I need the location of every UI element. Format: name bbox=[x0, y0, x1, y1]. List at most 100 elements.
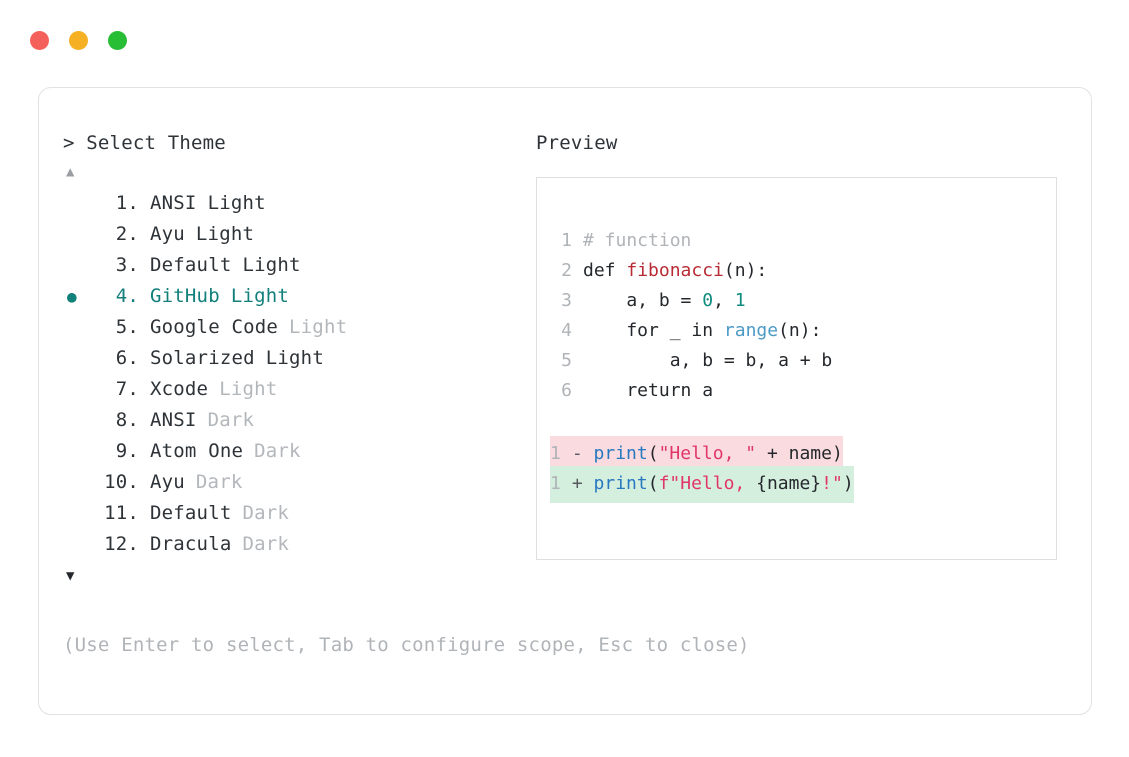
code-line: 1 # function bbox=[550, 226, 1056, 256]
theme-item-index: 1. bbox=[115, 192, 139, 214]
minimize-button[interactable] bbox=[69, 31, 88, 50]
theme-list-item[interactable]: 7. Xcode Light bbox=[63, 374, 533, 405]
theme-list-item[interactable]: 10. Ayu Dark bbox=[63, 467, 533, 498]
theme-item-variant: Light bbox=[195, 223, 255, 245]
theme-item-index: 3. bbox=[115, 254, 139, 276]
code-token: {name} bbox=[756, 473, 822, 494]
theme-item-variant: Light bbox=[265, 347, 324, 369]
theme-list-item[interactable]: 3. Default Light bbox=[63, 250, 533, 281]
theme-item-variant: Dark bbox=[242, 502, 290, 524]
theme-list-item[interactable]: 9. Atom One Dark bbox=[63, 436, 533, 467]
selected-bullet-icon: ● bbox=[67, 287, 77, 306]
code-token: "Hello, " bbox=[658, 443, 757, 464]
code-line-content: return a bbox=[583, 376, 713, 406]
code-line-content: # function bbox=[583, 226, 691, 256]
theme-item-variant: Dark bbox=[242, 533, 290, 555]
theme-item-index: 7. bbox=[115, 378, 139, 400]
theme-item-variant: Light bbox=[242, 254, 301, 276]
diff-sign: - bbox=[571, 443, 594, 464]
diff-highlight: 1+ print(f"Hello, {name}!") bbox=[550, 466, 854, 503]
theme-item-name: ANSI bbox=[150, 192, 197, 214]
code-token: def bbox=[583, 260, 627, 281]
code-token: a, b = b, a + b bbox=[583, 350, 833, 371]
theme-list-item[interactable]: 1. ANSI Light bbox=[63, 188, 533, 219]
theme-item-name: Solarized bbox=[150, 347, 255, 369]
theme-item-index: 5. bbox=[115, 316, 139, 338]
theme-item-name: Xcode bbox=[150, 378, 209, 400]
theme-item-name: Dracula bbox=[150, 533, 232, 555]
theme-item-variant: Dark bbox=[254, 440, 301, 462]
theme-list-item[interactable]: 11. Default Dark bbox=[63, 498, 533, 529]
theme-list-item[interactable]: 6. Solarized Light bbox=[63, 343, 533, 374]
code-token: print bbox=[593, 473, 648, 494]
theme-item-name: Default bbox=[150, 502, 232, 524]
theme-item-variant: Light bbox=[289, 316, 348, 338]
code-token: for _ in bbox=[583, 320, 724, 341]
preview-title: Preview bbox=[536, 132, 618, 154]
theme-item-index: 12. bbox=[104, 533, 139, 555]
theme-item-variant: Dark bbox=[195, 471, 243, 493]
code-token: 1 bbox=[734, 290, 746, 311]
code-token: a, b = bbox=[583, 290, 703, 311]
theme-item-name: Atom One bbox=[150, 440, 244, 462]
code-spacer bbox=[550, 406, 1056, 436]
line-number: 1 bbox=[561, 230, 572, 251]
theme-list-item[interactable]: 2. Ayu Light bbox=[63, 219, 533, 250]
code-token: , bbox=[713, 290, 735, 311]
theme-list-item[interactable]: 5. Google Code Light bbox=[63, 312, 533, 343]
code-token: + name) bbox=[756, 443, 843, 464]
code-token: ) bbox=[842, 473, 854, 494]
theme-item-name: Ayu bbox=[150, 223, 185, 245]
page-title: > Select Theme bbox=[63, 132, 226, 154]
theme-item-variant: Light bbox=[207, 192, 266, 214]
code-token: range bbox=[723, 320, 779, 341]
theme-item-index: 6. bbox=[115, 347, 139, 369]
theme-item-index: 4. bbox=[115, 285, 139, 307]
code-line-content: print("Hello, " + name) bbox=[594, 443, 843, 464]
theme-item-index: 9. bbox=[115, 440, 139, 462]
code-token: ( bbox=[647, 473, 659, 494]
theme-item-variant: Light bbox=[230, 285, 290, 307]
theme-item-name: Ayu bbox=[150, 471, 185, 493]
theme-item-index: 11. bbox=[104, 502, 139, 524]
code-line: 6 return a bbox=[550, 376, 1056, 406]
code-token: fibonacci bbox=[626, 260, 724, 281]
window-traffic-lights bbox=[30, 31, 127, 50]
theme-item-index: 10. bbox=[104, 471, 139, 493]
line-number: 4 bbox=[561, 320, 572, 341]
theme-item-name: Default bbox=[150, 254, 232, 276]
code-token: 0 bbox=[702, 290, 714, 311]
code-line: 2 def fibonacci(n): bbox=[550, 256, 1056, 286]
keyboard-hint: (Use Enter to select, Tab to configure s… bbox=[63, 634, 750, 656]
code-line: 3 a, b = 0, 1 bbox=[550, 286, 1056, 316]
diff-line-add: 1+ print(f"Hello, {name}!") bbox=[550, 466, 1056, 503]
line-number: 5 bbox=[561, 350, 572, 371]
scroll-down-icon[interactable]: ▼ bbox=[66, 568, 75, 584]
close-button[interactable] bbox=[30, 31, 49, 50]
line-number: 2 bbox=[561, 260, 572, 281]
scroll-up-icon[interactable]: ▲ bbox=[66, 164, 75, 180]
code-token: f"Hello, bbox=[658, 473, 757, 494]
code-line-content: def fibonacci(n): bbox=[583, 256, 767, 286]
theme-item-variant: Light bbox=[219, 378, 278, 400]
code-line: 5 a, b = b, a + b bbox=[550, 346, 1056, 376]
diff-sign: + bbox=[571, 473, 594, 494]
theme-item-variant: Dark bbox=[207, 409, 255, 431]
theme-item-name: ANSI bbox=[150, 409, 197, 431]
diff-line-del: 1- print("Hello, " + name) bbox=[550, 436, 1056, 473]
code-token: (n): bbox=[723, 260, 768, 281]
code-token: print bbox=[593, 443, 648, 464]
theme-item-name: Google Code bbox=[150, 316, 279, 338]
theme-item-index: 2. bbox=[115, 223, 139, 245]
maximize-button[interactable] bbox=[108, 31, 127, 50]
theme-list-item[interactable]: 12. Dracula Dark bbox=[63, 529, 533, 560]
code-line-content: a, b = 0, 1 bbox=[583, 286, 746, 316]
